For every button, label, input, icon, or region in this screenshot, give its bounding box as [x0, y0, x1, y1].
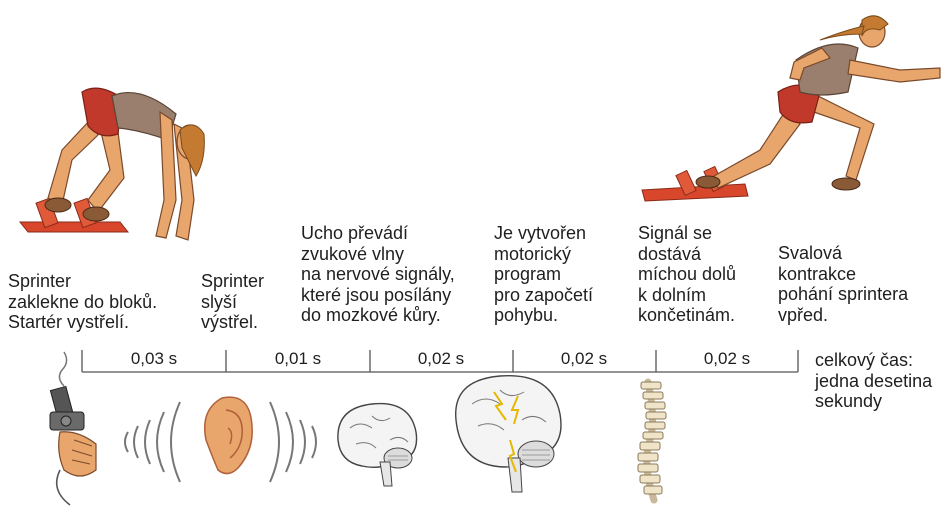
step-2-line: slyší	[201, 292, 264, 313]
duration-label: 0,02 s	[524, 349, 644, 369]
step-4-text: Je vytvořen motorický program pro započe…	[494, 223, 593, 326]
step-4-line: program	[494, 264, 593, 285]
duration-label: 0,03 s	[94, 349, 214, 369]
step-6-line: Svalová	[778, 243, 908, 264]
step-4-line: pro započetí	[494, 285, 593, 306]
total-time-text: celkový čas: jedna desetina sekundy	[815, 350, 932, 412]
step-4-line: pohybu.	[494, 305, 593, 326]
step-6-text: Svalová kontrakce pohání sprintera vpřed…	[778, 243, 908, 325]
step-6-line: pohání sprintera	[778, 284, 908, 305]
step-6-line: kontrakce	[778, 264, 908, 285]
step-3-line: Ucho převádí	[301, 223, 455, 244]
brain-icon	[338, 404, 417, 486]
step-5-line: míchou dolů	[638, 264, 736, 285]
step-3-line: do mozkové kůry.	[301, 305, 455, 326]
ear-icon	[205, 397, 253, 473]
step-4-line: motorický	[494, 244, 593, 265]
step-5-line: k dolním	[638, 285, 736, 306]
step-5-line: Signál se	[638, 223, 736, 244]
step-2-line: výstřel.	[201, 312, 264, 333]
step-2-text: Sprinter slyší výstřel.	[201, 271, 264, 333]
step-1-line: zaklekne do bloků.	[8, 292, 157, 313]
step-5-text: Signál se dostává míchou dolů k dolním k…	[638, 223, 736, 326]
step-4-line: Je vytvořen	[494, 223, 593, 244]
step-3-line: zvukové vlny	[301, 244, 455, 265]
spine-icon	[638, 382, 666, 500]
step-3-line: které jsou posílány	[301, 285, 455, 306]
step-1-line: Sprinter	[8, 271, 157, 292]
brain-motor-signals-icon	[456, 376, 561, 492]
starter-pistol-icon	[50, 352, 96, 505]
step-2-line: Sprinter	[201, 271, 264, 292]
starting-block-icon	[20, 198, 128, 232]
step-3-text: Ucho převádí zvukové vlny na nervové sig…	[301, 223, 455, 326]
running-sprinter-icon	[642, 16, 940, 201]
step-5-line: končetinám.	[638, 305, 736, 326]
step-1-text: Sprinter zaklekne do bloků. Startér vyst…	[8, 271, 157, 333]
duration-label: 0,01 s	[238, 349, 358, 369]
duration-label: 0,02 s	[381, 349, 501, 369]
step-3-line: na nervové signály,	[301, 264, 455, 285]
step-6-line: vpřed.	[778, 305, 908, 326]
step-1-line: Startér vystřelí.	[8, 312, 157, 333]
total-time-line: celkový čas:	[815, 350, 932, 371]
duration-label: 0,02 s	[667, 349, 787, 369]
step-5-line: dostává	[638, 244, 736, 265]
crouching-sprinter-icon	[20, 88, 204, 240]
total-time-line: sekundy	[815, 391, 932, 412]
total-time-line: jedna desetina	[815, 371, 932, 392]
